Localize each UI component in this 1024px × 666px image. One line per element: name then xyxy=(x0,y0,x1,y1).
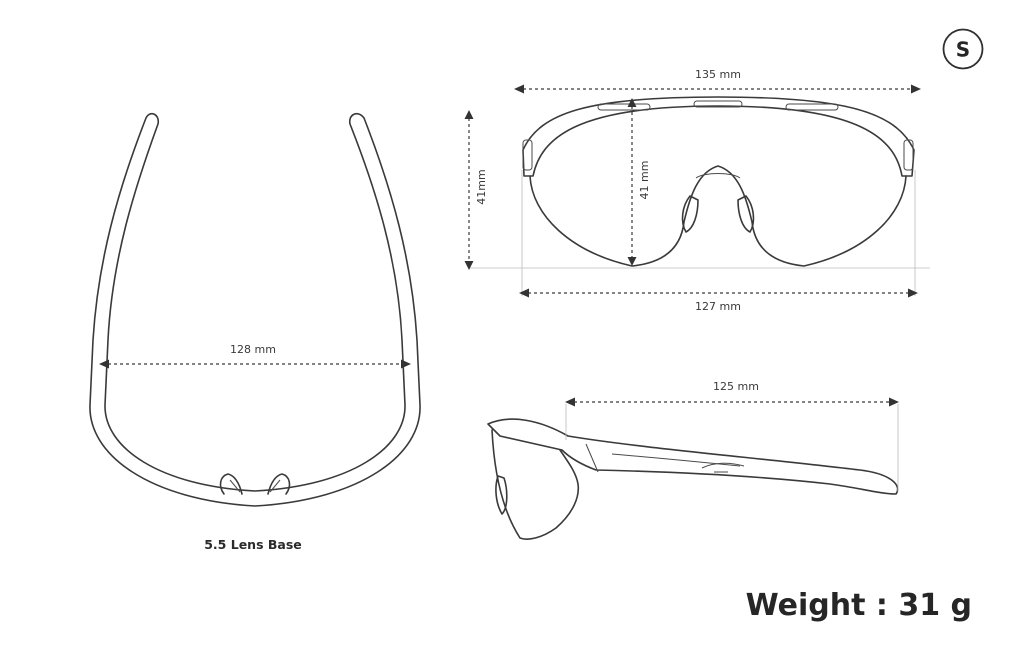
front-inner-height-dimension: 41 mm xyxy=(627,98,651,266)
size-badge: S xyxy=(942,28,984,70)
front-outer-height-dimension: 41mm xyxy=(464,110,488,270)
front-top-bar xyxy=(522,96,915,177)
top-width-label: 128 mm xyxy=(230,343,276,356)
front-lens-shield xyxy=(529,165,907,267)
inner-height-label: 41 mm xyxy=(638,161,651,200)
top-width-dimension: 128 mm xyxy=(99,343,411,369)
size-badge-label: S xyxy=(956,38,970,62)
lens-width-label: 127 mm xyxy=(695,300,741,313)
front-nose-pads xyxy=(681,195,755,233)
weight-label: Weight : 31 g xyxy=(746,588,972,623)
nose-pads xyxy=(219,473,291,495)
side-temple-length-dimension: 125 mm xyxy=(565,380,899,407)
front-lens-width-dimension: 127 mm xyxy=(519,288,918,313)
lens-base-caption: 5.5 Lens Base xyxy=(204,537,302,552)
side-temple-arm xyxy=(487,418,899,495)
side-view-drawing: 125 mm xyxy=(487,380,899,540)
top-vents xyxy=(597,100,839,111)
total-width-label: 135 mm xyxy=(695,68,741,81)
side-lens-profile xyxy=(491,429,580,540)
outer-height-label: 41mm xyxy=(475,169,488,204)
top-view-drawing: 128 mm 5.5 Lens Base xyxy=(89,112,421,552)
top-view-frame xyxy=(89,112,421,507)
front-view-drawing: 135 mm 127 mm 41mm 41 mm xyxy=(464,68,930,313)
temple-length-label: 125 mm xyxy=(713,380,759,393)
front-total-width-dimension: 135 mm xyxy=(514,68,921,94)
